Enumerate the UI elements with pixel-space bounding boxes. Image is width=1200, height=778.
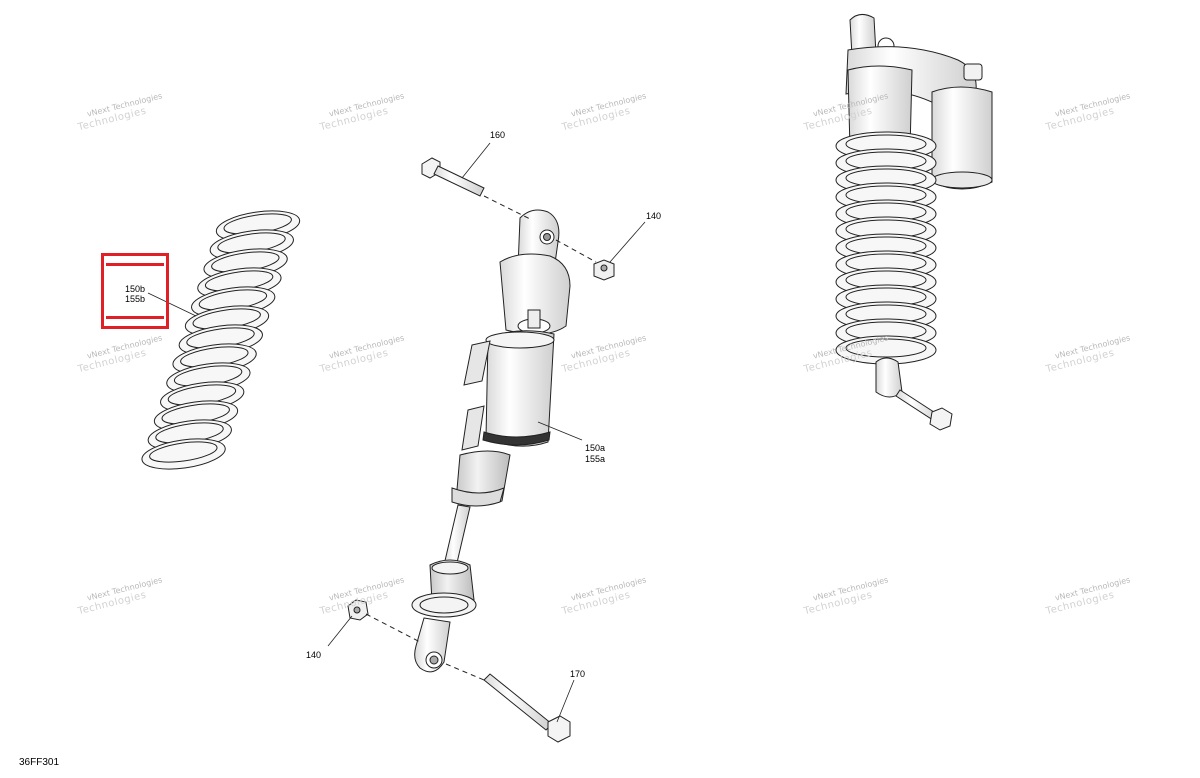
callout-140-bottom[interactable]: 140 [306, 650, 322, 660]
shock-absorber-part[interactable] [411, 209, 571, 673]
callout-150b[interactable]: 150b [125, 284, 146, 294]
spring-coil-inner [149, 441, 218, 463]
assembled-shock-part[interactable] [835, 14, 993, 431]
coilover-coil-inner [845, 338, 927, 358]
coil-spring-part[interactable] [140, 206, 301, 473]
callout-150a[interactable]: 150a [585, 443, 606, 453]
figure-code: 36FF301 [19, 757, 60, 768]
callout-170[interactable]: 170 [570, 669, 586, 679]
selection-highlight-box[interactable] [101, 253, 169, 329]
callout-140-top[interactable]: 140 [646, 211, 662, 221]
assembly-dash-lines [365, 195, 597, 681]
callout-160[interactable]: 160 [490, 130, 506, 140]
callout-155a[interactable]: 155a [585, 454, 606, 464]
bolt-170[interactable] [483, 673, 571, 743]
callout-155b[interactable]: 155b [125, 294, 146, 304]
nut-140-top[interactable] [593, 259, 615, 281]
leader-lines [147, 142, 646, 723]
bolt-160[interactable] [421, 157, 485, 197]
